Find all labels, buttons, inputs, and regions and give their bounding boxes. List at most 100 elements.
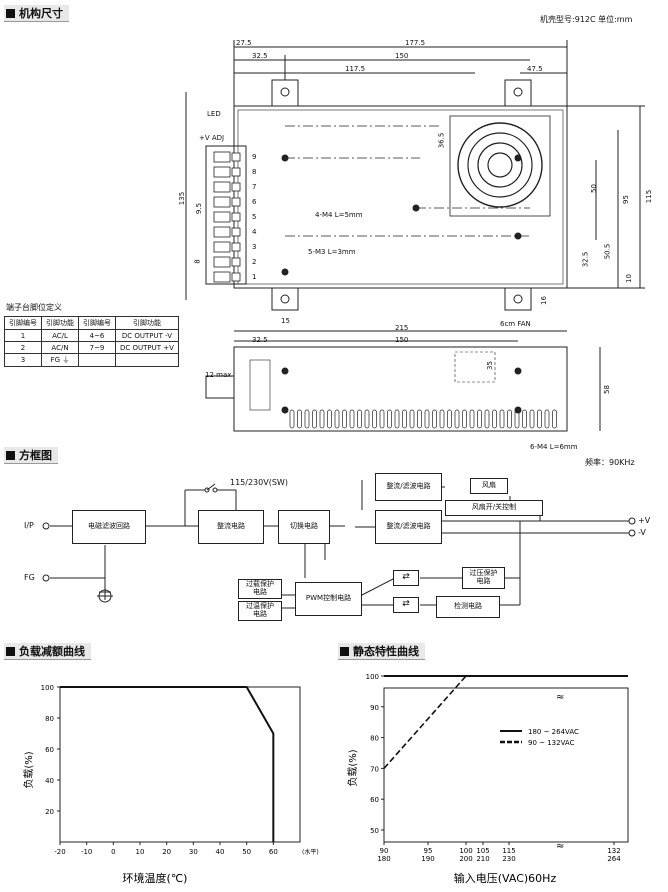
switch-label: 115/230V(SW) (230, 478, 288, 487)
pin-number-label: 2 (252, 258, 257, 266)
vent-slot (529, 409, 535, 429)
y-tick-label: 80 (45, 715, 54, 723)
pin-table-title: 端子台脚位定义 (6, 303, 62, 312)
x-tick-label: 30 (189, 848, 198, 856)
x-tick-label-top: 115 (502, 847, 515, 855)
olp-block: 过载保护 电路 (238, 579, 282, 599)
dim-27-5: 27.5 (236, 39, 252, 47)
legend-label: 90 ~ 132VAC (528, 739, 575, 747)
rect2-block: 整流/滤波电路 (375, 510, 442, 544)
x-tick-label-bottom: 264 (607, 855, 621, 863)
static-plot-frame (383, 687, 629, 843)
y-tick-label: 90 (370, 704, 379, 712)
otp-block: 过温保护 电路 (238, 601, 282, 621)
terminal-slot (213, 211, 231, 223)
legend-label: 180 ~ 264VAC (528, 728, 579, 736)
vent-slot (492, 409, 497, 429)
terminal-slot (213, 151, 231, 163)
bullet-square-icon (6, 646, 15, 656)
ip-label: I/P (24, 521, 34, 530)
vent-slot (424, 409, 430, 429)
dim-32-5c: 32.5 (252, 336, 268, 344)
freq-label: 频率：90KHz (585, 458, 635, 467)
dim-32-5: 32.5 (252, 52, 268, 60)
vent-slot (319, 409, 325, 429)
terminal-screw (231, 272, 241, 282)
fan-outline (449, 115, 551, 217)
vent-slot (327, 409, 332, 429)
vent-slot (349, 409, 355, 429)
x-tick-label-bottom: 200 (459, 855, 472, 863)
terminal-screw (231, 212, 241, 222)
pwm-block: PWM控制电路 (295, 582, 362, 616)
x-tick-label-top: 105 (476, 847, 489, 855)
block-section-header: 方框图 (4, 447, 58, 464)
terminal-screw (231, 152, 241, 162)
optocoupler-2: ⇄ (393, 597, 419, 613)
y-tick-label: 100 (41, 684, 54, 692)
top-view-outline (233, 105, 568, 289)
vent-slot (364, 409, 370, 429)
y-axis-label: 负载(%) (346, 749, 359, 786)
vent-slot (402, 409, 407, 429)
y-tick-label: 80 (370, 735, 379, 743)
mechanical-drawing (185, 40, 645, 432)
vent-slot (289, 409, 295, 429)
dim-47-5: 47.5 (527, 65, 543, 73)
axis-break-mark: ≈ (556, 692, 564, 703)
dim-150: 150 (395, 52, 409, 60)
fg-label: FG (24, 573, 35, 582)
vent-slot (462, 409, 467, 429)
vent-slot (432, 409, 437, 429)
vent-slot (552, 409, 557, 429)
terminal-slot (213, 241, 231, 253)
block-title: 方框图 (19, 449, 52, 462)
vplus-label: +V (638, 516, 651, 525)
x-tick-label-bottom: 190 (421, 855, 434, 863)
y-axis-label: 负载(%) (22, 751, 35, 788)
vent-slot (477, 409, 482, 429)
emi-block: 电磁滤波回路 (72, 510, 146, 544)
y-tick-label: 50 (370, 827, 379, 835)
table-row: 3 FG ⏚ (4, 353, 179, 367)
mech-title: 机构尺寸 (19, 7, 63, 20)
y-tick-label: 100 (366, 673, 379, 681)
terminal-slot (213, 196, 231, 208)
table-row: 1 AC/L 4~6 DC OUTPUT -V (4, 329, 179, 342)
table-row: 2 AC/N 7~9 DC OUTPUT +V (4, 341, 179, 354)
case-info: 机壳型号:912C 单位:mm (540, 15, 633, 24)
bullet-square-icon (6, 450, 15, 460)
y-tick-label: 60 (370, 796, 379, 804)
terminal-slot (213, 256, 231, 268)
table-cell: 4~6 (78, 329, 116, 342)
vent-slot (514, 409, 520, 429)
vent-slot (379, 409, 385, 429)
m4-label: 4-M4 L=5mm (315, 211, 363, 219)
vent-slot (357, 409, 362, 429)
x-axis-label: 环境温度(℃) (123, 871, 188, 885)
terminal-slot (213, 166, 231, 178)
vent-slot (469, 409, 475, 429)
terminal-screw (231, 167, 241, 177)
axis-break-mark: ≈ (556, 841, 564, 852)
rect1-block: 整流电路 (198, 510, 264, 544)
terminal-slot (213, 226, 231, 238)
x-tick-label-bottom: 230 (502, 855, 515, 863)
mech-section-header: 机构尺寸 (4, 5, 69, 22)
x-tick-label: 0 (111, 848, 115, 856)
vent-slot (544, 409, 550, 429)
vent-slot (484, 409, 490, 429)
derating-plot-frame (59, 686, 301, 843)
rect3-block: 整流/滤波电路 (375, 473, 442, 501)
x-tick-label-bottom: 210 (476, 855, 489, 863)
terminal-screw (231, 242, 241, 252)
x-axis-label: 输入电压(VAC)60Hz (454, 871, 557, 885)
x-tick-label-bottom: 180 (377, 855, 390, 863)
x-tick-label-top: 90 (380, 847, 389, 855)
terminal-slot (213, 271, 231, 283)
bullet-square-icon (6, 8, 15, 18)
vent-slot (297, 409, 302, 429)
m4b-label: 6-M4 L=6mm (530, 443, 578, 451)
pin-table: 引脚编号 引脚功能 引脚编号 引脚功能 1 AC/L 4~6 DC OUTPUT… (4, 316, 179, 367)
